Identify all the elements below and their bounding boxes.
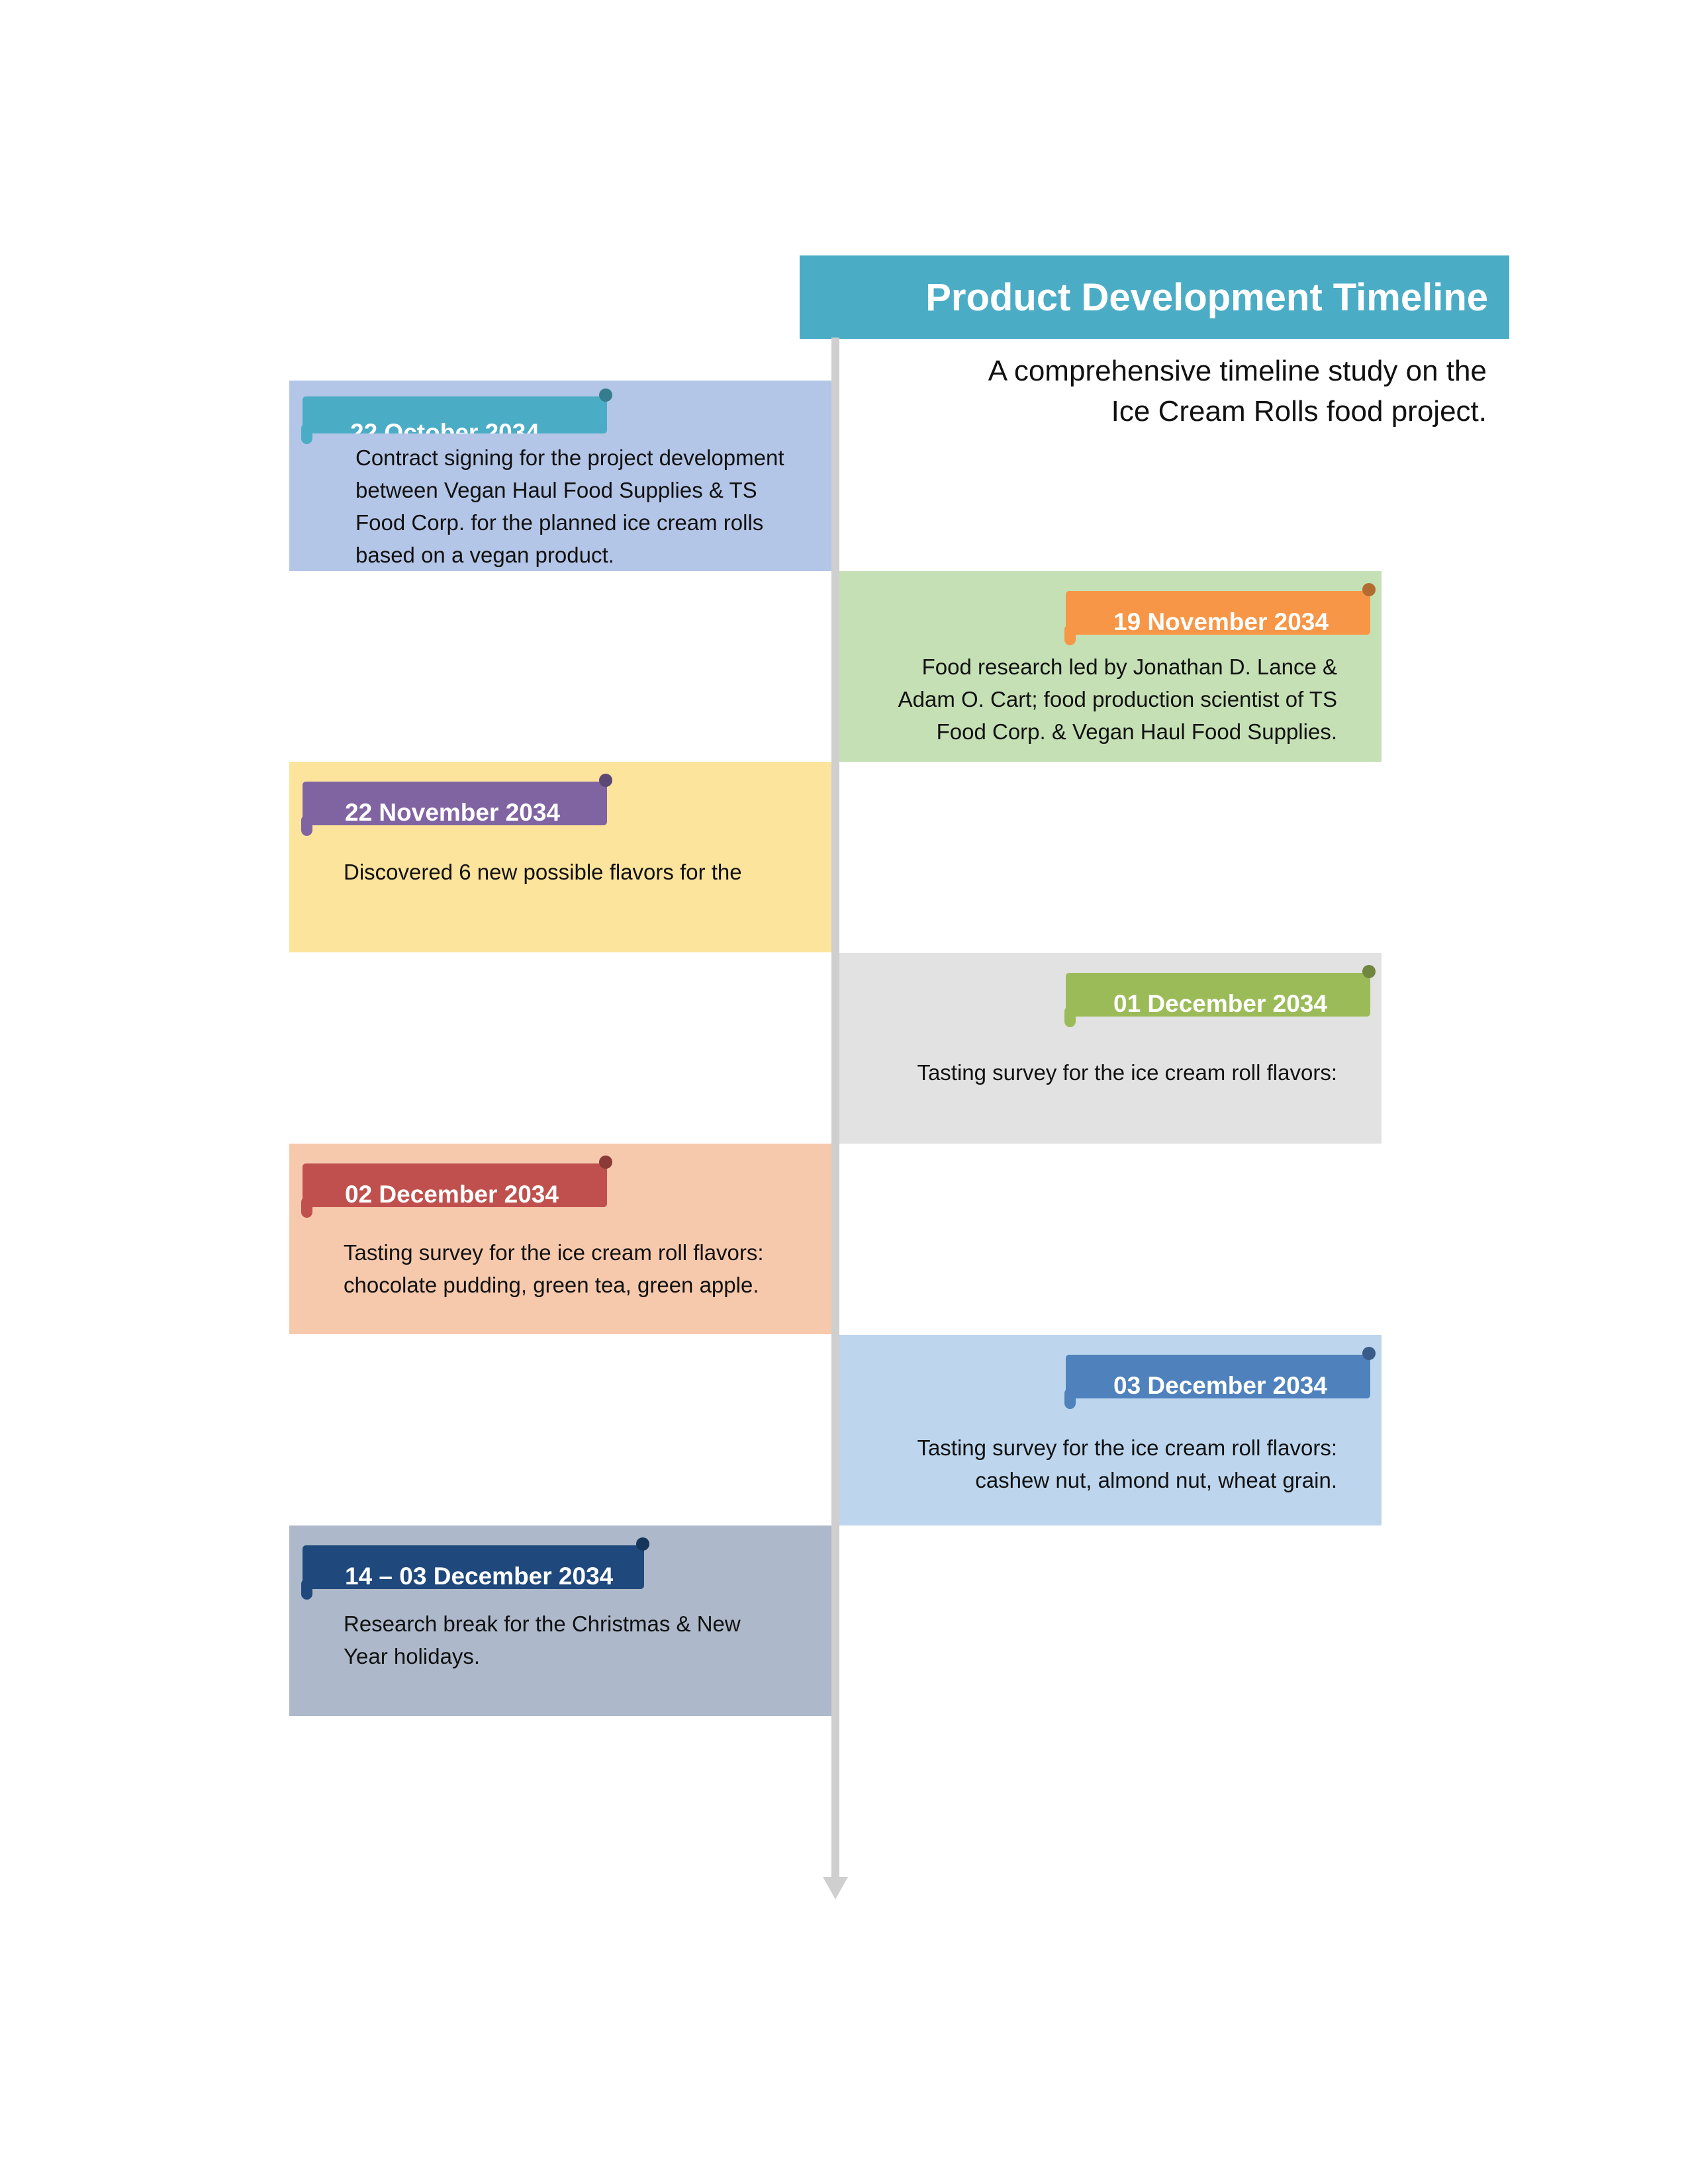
event-description: Research break for the Christmas & New Y… xyxy=(344,1612,741,1668)
ribbon-curl xyxy=(301,815,312,836)
timeline-arrow-head xyxy=(823,1877,848,1899)
event-date: 22 October 2034 xyxy=(350,419,539,433)
ribbon-knob xyxy=(599,1156,612,1169)
timeline-axis xyxy=(831,338,839,1880)
ribbon-knob xyxy=(1362,965,1376,978)
timeline-event-7: 14 – 03 December 2034 Research break for… xyxy=(289,1525,836,1716)
event-date-ribbon: 14 – 03 December 2034 xyxy=(303,1545,644,1589)
event-date: 22 November 2034 xyxy=(345,799,560,825)
timeline-event-2: 19 November 2034 Food research led by Jo… xyxy=(834,571,1382,762)
event-description: Food research led by Jonathan D. Lance &… xyxy=(898,655,1337,744)
ribbon-knob xyxy=(599,774,612,787)
event-description: Tasting survey for the ice cream roll fl… xyxy=(344,1240,764,1297)
event-date-ribbon: 22 October 2034 xyxy=(303,396,607,433)
subtitle-line-1: A comprehensive timeline study on the xyxy=(988,355,1487,387)
page-title: Product Development Timeline xyxy=(925,275,1488,319)
subtitle-line-2: Ice Cream Rolls food project. xyxy=(1111,395,1487,428)
ribbon-curl xyxy=(301,1197,312,1218)
ribbon-knob xyxy=(636,1537,649,1551)
ribbon-curl xyxy=(301,423,312,444)
ribbon-curl xyxy=(1064,624,1076,645)
event-description: Contract signing for the project develop… xyxy=(355,445,784,567)
event-date-ribbon: 02 December 2034 xyxy=(303,1163,607,1207)
event-date-ribbon: 01 December 2034 xyxy=(1066,973,1370,1017)
ribbon-curl xyxy=(301,1578,312,1600)
event-date-ribbon: 19 November 2034 xyxy=(1066,591,1370,635)
timeline-event-3: 22 November 2034 Discovered 6 new possib… xyxy=(289,762,836,952)
ribbon-knob xyxy=(1362,1347,1376,1360)
timeline-event-1: 22 October 2034 Contract signing for the… xyxy=(289,381,836,571)
event-date: 03 December 2034 xyxy=(1113,1372,1327,1398)
event-date: 19 November 2034 xyxy=(1113,608,1329,635)
page-subtitle: A comprehensive timeline study on the Ic… xyxy=(861,351,1487,432)
event-date: 14 – 03 December 2034 xyxy=(345,1563,614,1589)
timeline-event-6: 03 December 2034 Tasting survey for the … xyxy=(834,1335,1382,1525)
event-description: Discovered 6 new possible flavors for th… xyxy=(344,860,742,884)
ribbon-knob xyxy=(1362,583,1376,596)
event-date-ribbon: 22 November 2034 xyxy=(303,782,607,825)
ribbon-knob xyxy=(599,388,612,402)
event-date-ribbon: 03 December 2034 xyxy=(1066,1355,1370,1398)
event-description: Tasting survey for the ice cream roll fl… xyxy=(917,1060,1337,1085)
ribbon-curl xyxy=(1064,1006,1076,1027)
event-date: 02 December 2034 xyxy=(345,1181,559,1207)
title-bar: Product Development Timeline xyxy=(800,255,1509,339)
event-date: 01 December 2034 xyxy=(1113,990,1327,1017)
timeline-event-4: 01 December 2034 Tasting survey for the … xyxy=(834,953,1382,1144)
event-description: Tasting survey for the ice cream roll fl… xyxy=(917,1435,1337,1492)
timeline-event-5: 02 December 2034 Tasting survey for the … xyxy=(289,1144,836,1334)
ribbon-curl xyxy=(1064,1388,1076,1409)
